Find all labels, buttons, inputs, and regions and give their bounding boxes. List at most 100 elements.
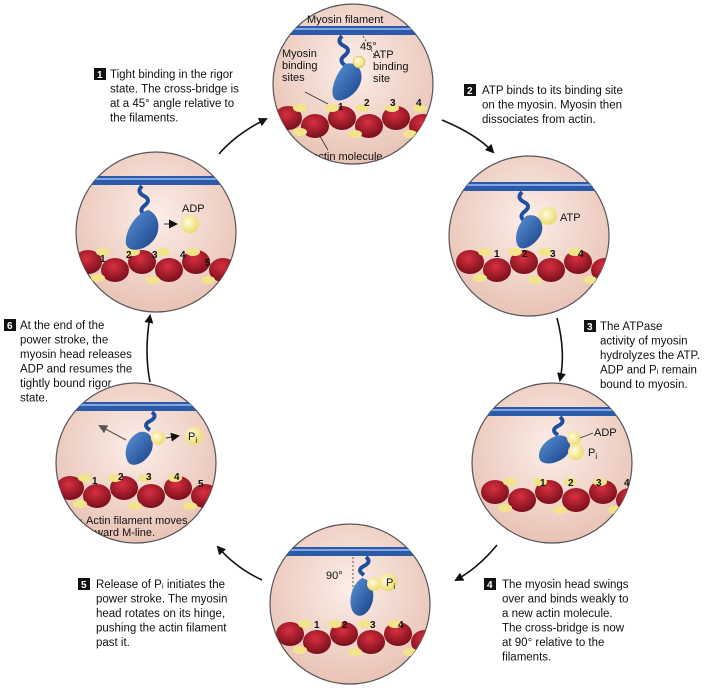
actin-number: 4	[398, 620, 404, 631]
step-line: at 90° relative to the	[502, 637, 604, 649]
step-number: 3	[587, 322, 593, 333]
step-description: At the end of the power stroke, the myosin…	[20, 320, 132, 405]
actin-number: 4	[624, 478, 630, 489]
actin-number: 1	[92, 476, 98, 487]
cycle-arrows	[144, 118, 566, 581]
pi-label: Pi	[188, 431, 197, 445]
step-line: tightly bound rigor	[20, 378, 112, 390]
step-line: At the end of the	[20, 320, 104, 332]
step-line: activity of myosin	[600, 336, 688, 348]
actin-filament	[56, 474, 216, 510]
step-line: The ATPase	[600, 321, 662, 333]
step-line: the filaments.	[110, 113, 178, 125]
step-line: power stroke. The myosin	[96, 594, 227, 606]
actin-number: 2	[126, 250, 132, 261]
actin-number: 3	[390, 98, 396, 109]
step-line: a new actin molecule.	[502, 608, 613, 620]
step-line: pushing the actin filament	[96, 623, 227, 635]
step-line: hydrolyzes the ATP.	[600, 350, 700, 362]
myosin-head	[516, 215, 543, 249]
myosin-head	[538, 435, 571, 464]
arrow-1-to-2	[441, 119, 495, 154]
step-line: over and binds weakly to	[502, 594, 629, 606]
pi-label: Pi	[386, 577, 395, 591]
step-line: dissociates from actin.	[482, 114, 596, 126]
actin-filament	[456, 248, 609, 284]
myosin-filament-label: Myosin filament	[307, 14, 383, 26]
panel-3-atp-hydrolysis: ADP Pi 1 2 3 4	[471, 382, 633, 544]
step-number: 5	[81, 580, 87, 591]
adp-label: ADP	[594, 427, 617, 439]
actin-number: 3	[146, 472, 152, 483]
myosin-head	[125, 210, 159, 250]
actin-number: 5	[205, 258, 211, 269]
step-1-text: 1 Tight binding in the rigor state. The c…	[94, 68, 239, 125]
actin-number: 3	[596, 478, 602, 489]
panel-5-power-stroke: Pi 1 2 3 4 5 Actin filament moves toward…	[55, 382, 217, 544]
step-description: Tight binding in the rigor state. The cro…	[110, 69, 239, 125]
actin-number: 4	[180, 250, 186, 261]
actin-number: 3	[550, 249, 556, 260]
atp-binding-site-label: ATP binding site	[373, 49, 412, 85]
step-number: 4	[487, 580, 493, 591]
arrow-3-to-4	[454, 544, 498, 581]
atp-molecule	[539, 207, 557, 225]
actin-number: 4	[578, 249, 584, 260]
arrow-4-to-5	[216, 545, 263, 581]
adp-molecule	[181, 215, 199, 233]
step-number: 6	[7, 321, 13, 332]
pi-release-arrow	[165, 432, 180, 442]
arrow-6-to-1	[218, 118, 268, 155]
step-line: ADP and Pᵢ remain	[600, 365, 697, 377]
step-line: past it.	[96, 637, 130, 649]
actin-number: 1	[338, 102, 344, 113]
actin-number: 1	[100, 254, 106, 265]
angle-label-45: 45°	[360, 41, 377, 53]
pi-molecule	[379, 573, 397, 591]
myosin-head	[332, 63, 362, 101]
atp-label: ATP	[560, 212, 581, 224]
actin-number: 3	[152, 250, 158, 261]
adp-molecule	[367, 577, 381, 591]
step-line: power stroke, the	[20, 335, 108, 347]
actin-number: 2	[364, 98, 370, 109]
angle-label-90: 90°	[326, 570, 343, 582]
step-line: state.	[20, 393, 48, 405]
step-line: ADP and resumes the	[20, 364, 132, 376]
pi-molecule	[568, 444, 584, 460]
actin-number: 2	[522, 249, 528, 260]
panel-1-rigor-state: 45° Myosin binding sites ATP binding sit…	[272, 3, 434, 165]
step-line: at a 45° angle relative to	[110, 98, 234, 110]
adp-molecule	[151, 431, 165, 445]
myosin-filament	[273, 26, 433, 35]
step-line: myosin head releases	[20, 349, 132, 361]
step-line: filaments.	[502, 652, 551, 664]
actin-number: 1	[494, 249, 500, 260]
arrow-2-to-3	[556, 317, 566, 382]
step-number: 2	[467, 86, 473, 97]
arrow-5-to-6	[144, 314, 154, 383]
actin-number: 2	[118, 472, 124, 483]
g-actin-label: G-actin molecule	[300, 151, 383, 163]
panel-2-atp-binds: ATP 1 2 3 4	[448, 155, 610, 317]
step-line: state. The cross-bridge is	[110, 84, 239, 96]
myosin-head	[125, 431, 153, 465]
myosin-binding-sites-label: Myosin binding sites	[282, 48, 321, 84]
myosin-head	[350, 578, 374, 616]
actin-filament	[76, 248, 236, 284]
pi-label: Pi	[588, 447, 597, 461]
adp-molecule	[567, 431, 581, 445]
step-line: Tight binding in the rigor	[110, 69, 233, 81]
actin-number: 3	[370, 620, 376, 631]
pi-molecule	[185, 427, 203, 445]
step-line: on the myosin. Myosin then	[482, 100, 622, 112]
step-number: 1	[97, 70, 103, 81]
panel-4-weak-binding: Pi 90° 1 2 3 4	[269, 523, 431, 685]
